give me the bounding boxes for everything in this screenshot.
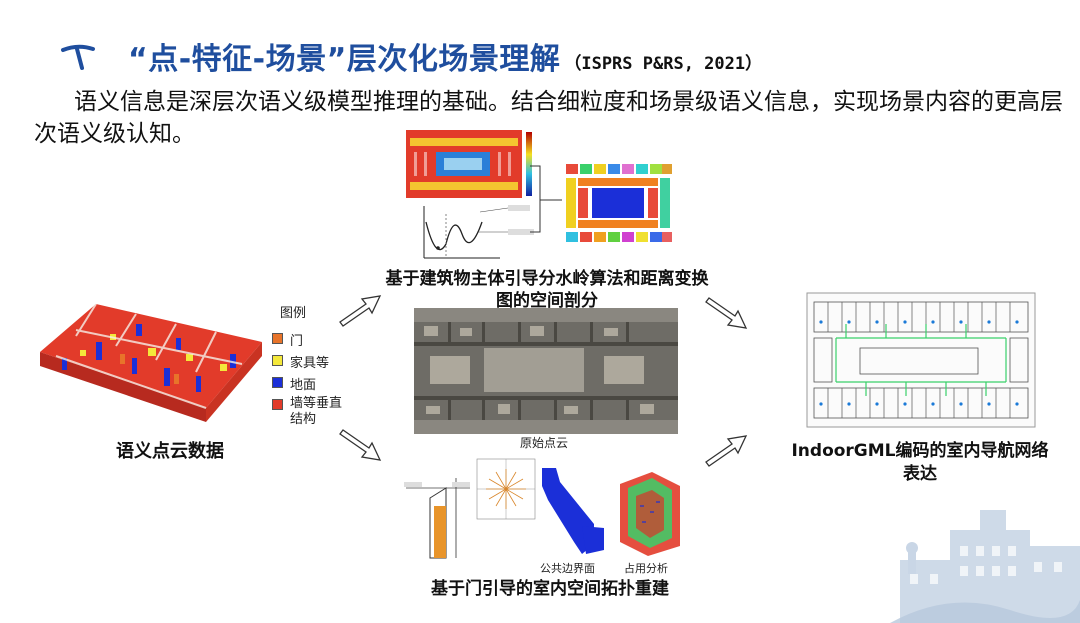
indoorgml-caption: IndoorGML编码的室内导航网络表达: [791, 441, 1049, 484]
arrow-right-up-icon: [705, 435, 748, 467]
legend-swatch-furniture: [272, 355, 283, 366]
legend-swatch-floor: [272, 377, 283, 388]
public-boundary-image: [538, 466, 608, 556]
legend-label: 家具等: [290, 356, 330, 371]
occupancy-analysis-image: [610, 466, 686, 556]
campus-watermark-image: [890, 490, 1080, 623]
watershed-curve-image: [420, 204, 538, 262]
door-wall-diagram: [400, 458, 476, 562]
arrow-down-right-icon: [339, 429, 382, 461]
semantic-point-cloud-image: [36, 290, 266, 425]
legend-item-wall: 墙等垂直结构: [264, 396, 374, 427]
legend-item-floor: 地面: [264, 374, 374, 396]
title-main: “点-特征-场景”层次化场景理解: [128, 42, 561, 77]
arrow-up-right-icon: [339, 295, 382, 327]
title-citation: （ISPRS P&RS, 2021）: [564, 54, 763, 74]
legend-item-door: 门: [264, 330, 374, 352]
indoorgml-network-image: [806, 292, 1036, 428]
intro-paragraph: 语义信息是深层次语义级模型推理的基础。结合细粒度和场景级语义信息，实现场景内容的…: [34, 89, 1063, 147]
legend-swatch-door: [272, 333, 283, 344]
watershed-caption: 基于建筑物主体引导分水岭算法和距离变换图的空间剖分: [385, 269, 709, 311]
segmented-rooms-image: [562, 160, 674, 246]
title-bullet-icon: [61, 44, 95, 70]
public-boundary-label: 公共边界面: [540, 562, 595, 575]
legend-swatch-wall: [272, 399, 283, 410]
distance-map-image: [406, 130, 538, 198]
slide-title: “点-特征-场景”层次化场景理解 （ISPRS P&RS, 2021）: [58, 34, 762, 78]
legend-label: 门: [290, 334, 304, 349]
legend-label: 地面: [290, 378, 317, 393]
raw-point-cloud-image: [414, 308, 678, 434]
arrow-right-down-icon: [705, 297, 748, 329]
legend: 图例 门 家具等 地面 墙等垂直结构: [264, 302, 374, 427]
legend-title: 图例: [280, 306, 307, 321]
legend-label: 墙等垂直结构: [290, 396, 343, 427]
legend-item-furniture: 家具等: [264, 352, 374, 374]
point-cloud-caption: 语义点云数据: [116, 441, 224, 462]
door-guided-caption: 基于门引导的室内空间拓扑重建: [431, 579, 669, 599]
raw-cloud-label: 原始点云: [520, 436, 569, 450]
direction-histogram-diagram: [476, 458, 536, 520]
occupancy-label: 占用分析: [624, 562, 668, 575]
